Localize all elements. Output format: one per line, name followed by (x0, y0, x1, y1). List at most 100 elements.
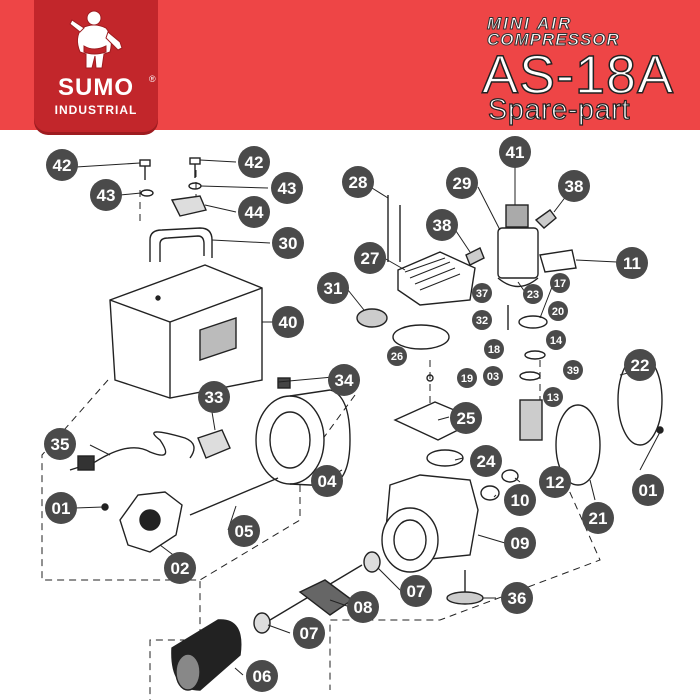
assembly-guide-right (329, 469, 601, 690)
part-38-fitting-right (534, 209, 557, 229)
callout-number: 36 (508, 589, 527, 608)
callout-circle (271, 172, 303, 204)
callout-01: 01 (632, 474, 664, 506)
assembly-guide-left (41, 379, 201, 700)
callout-circle (543, 387, 563, 407)
callout-19: 19 (457, 368, 477, 388)
callout-38: 38 (426, 209, 458, 241)
part-17-ring (518, 315, 548, 329)
callout-01: 01 (45, 492, 77, 524)
callout-number: 27 (361, 249, 380, 268)
callout-circle (446, 167, 478, 199)
callout-circle (501, 582, 533, 614)
callout-29: 29 (446, 167, 478, 199)
callout-number: 08 (354, 598, 373, 617)
callout-number: 44 (245, 203, 264, 222)
callout-number: 38 (565, 177, 584, 196)
callout-circle (450, 402, 482, 434)
callout-number: 31 (324, 279, 343, 298)
callout-circle (632, 474, 664, 506)
callout-circle (558, 170, 590, 202)
callout-circle (347, 591, 379, 623)
callout-circle (228, 515, 260, 547)
callout-number: 34 (335, 371, 354, 390)
part-44-bracket (170, 195, 207, 217)
callout-number: 11 (623, 254, 641, 273)
callout-38: 38 (558, 170, 590, 202)
callout-circle (546, 330, 566, 350)
callout-43: 43 (90, 179, 122, 211)
callout-43: 43 (271, 172, 303, 204)
callout-32: 32 (472, 310, 492, 330)
part-33-switch (197, 429, 231, 459)
part-11-part (539, 249, 577, 273)
callout-10: 10 (504, 484, 536, 516)
part-12-part (501, 469, 519, 483)
callout-41: 41 (499, 136, 531, 168)
callout-number: 35 (51, 435, 70, 454)
callout-23: 23 (523, 284, 543, 304)
callout-08: 08 (347, 591, 379, 623)
callout-number: 14 (550, 335, 563, 347)
callout-circle (238, 196, 270, 228)
callout-number: 43 (97, 186, 116, 205)
part-42-screw-left (139, 159, 151, 180)
part-43-washer-right (188, 182, 202, 190)
product-line-1: MINI AIR (486, 14, 573, 34)
callout-circle (198, 381, 230, 413)
part-29-filter-body (497, 227, 539, 288)
callout-circle (548, 301, 568, 321)
callout-circle (45, 492, 77, 524)
callout-20: 20 (548, 301, 568, 321)
callout-number: 04 (318, 472, 337, 491)
callout-36: 36 (501, 582, 533, 614)
callout-number: 06 (253, 667, 272, 686)
callout-05: 05 (228, 515, 260, 547)
callout-circle (272, 227, 304, 259)
callout-circle (46, 149, 78, 181)
callout-34: 34 (328, 364, 360, 396)
callout-circle (472, 310, 492, 330)
callout-circle (483, 366, 503, 386)
callout-24: 24 (470, 445, 502, 477)
exploded-parts-diagram: 4243424344304028273829413811313723173220… (41, 136, 664, 700)
part-28-screws (387, 195, 401, 262)
callout-circle (539, 466, 571, 498)
callout-circle (328, 364, 360, 396)
part-19-part (426, 374, 434, 382)
callout-circle (387, 346, 407, 366)
callout-25: 25 (450, 402, 482, 434)
sumo-wrestler-icon (69, 10, 123, 69)
callout-circle (354, 242, 386, 274)
callout-06: 06 (246, 660, 278, 692)
callout-circle (470, 445, 502, 477)
callout-circle (499, 136, 531, 168)
callout-number: 28 (349, 173, 368, 192)
callout-circle (616, 247, 648, 279)
callout-26: 26 (387, 346, 407, 366)
part-26-gasket (392, 324, 450, 350)
part-24-o-ring (426, 449, 464, 467)
callout-circle (457, 368, 477, 388)
callout-22: 22 (624, 349, 656, 381)
callout-number: 12 (546, 473, 565, 492)
part-40-cover (109, 264, 263, 399)
part-41-knob (505, 204, 529, 228)
callout-number: 42 (245, 153, 264, 172)
callout-circle (272, 306, 304, 338)
part-42-screw-right (189, 157, 201, 178)
callout-28: 28 (342, 166, 374, 198)
callout-04: 04 (311, 465, 343, 497)
callout-12: 12 (539, 466, 571, 498)
callout-37: 37 (472, 283, 492, 303)
callout-number: 20 (552, 306, 564, 318)
callout-circle (90, 179, 122, 211)
brand-logo: SUMO ® INDUSTRIAL (34, 0, 158, 132)
callout-number: 24 (477, 452, 496, 471)
part-21-plate (555, 404, 601, 486)
callout-circle (504, 527, 536, 559)
product-line-2: COMPRESSOR (487, 30, 620, 50)
callout-circle (504, 484, 536, 516)
brand-tagline: INDUSTRIAL (54, 103, 138, 117)
callout-number: 38 (433, 216, 452, 235)
